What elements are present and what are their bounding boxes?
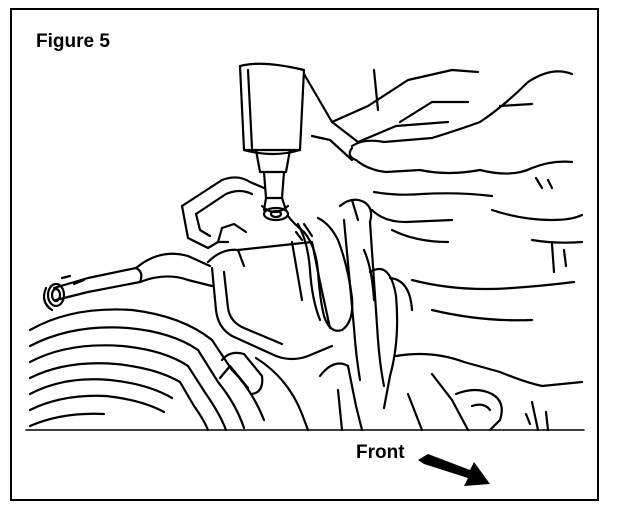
bracket	[180, 176, 266, 250]
figure-frame: Figure 5	[10, 8, 599, 501]
compressor-fins	[28, 308, 310, 432]
connector-body	[206, 240, 334, 361]
wire-left	[42, 252, 214, 312]
housing-lower-right	[318, 352, 584, 432]
hand	[348, 70, 584, 322]
housing-top	[302, 68, 534, 162]
tool-handle	[238, 62, 306, 156]
front-label: Front	[356, 442, 405, 463]
wire-harness-right	[338, 198, 414, 410]
wire-loop	[286, 214, 354, 332]
technical-illustration	[25, 62, 585, 432]
tool-shaft	[254, 148, 292, 222]
front-arrow-icon	[418, 454, 490, 486]
figure-label: Figure 5	[36, 31, 110, 52]
